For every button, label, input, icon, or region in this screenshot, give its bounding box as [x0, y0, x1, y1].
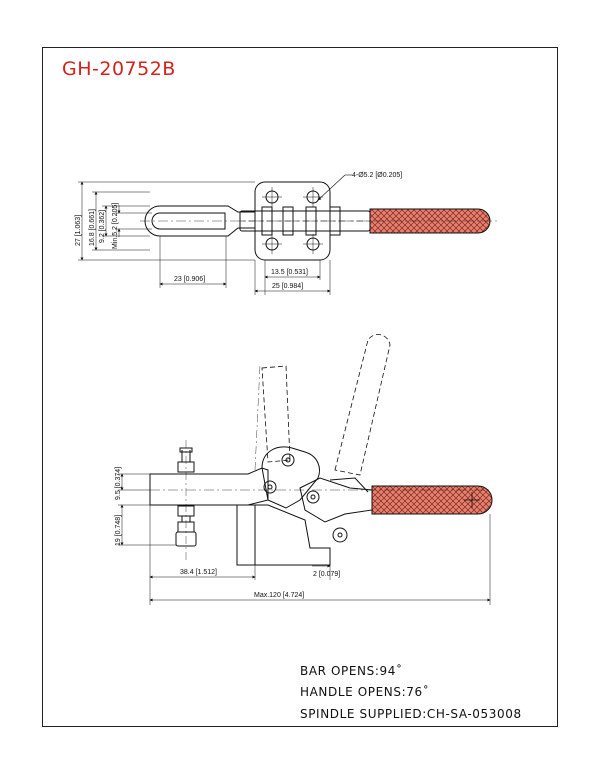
side-view [118, 334, 493, 605]
base-body-side [236, 504, 331, 566]
dim-hole-callout: 4-Ø5.2 [Ø0.205] [352, 172, 402, 179]
open-handle-phantom [334, 334, 391, 476]
top-view [78, 174, 500, 295]
dim-min-5-2: Min.5.2 [0.205] [112, 203, 119, 249]
dim-9-2: 9.2 [0.362] [99, 210, 106, 243]
clamp-arm-side [149, 467, 269, 506]
dim-9-5: 9.5 [0.374] [115, 467, 122, 500]
note-spindle-supplied: SPINDLE SUPPLIED:CH-SA-053008 [300, 707, 522, 721]
dim-19: 19 [0.748] [115, 515, 122, 546]
dim-16-8: 16.8 [0.661] [89, 209, 96, 246]
dim-23: 23 [0.906] [174, 276, 205, 283]
note-handle-opens: HANDLE OPENS:76˚ [300, 685, 430, 699]
clamp-bar-slot [151, 212, 226, 230]
pivot-pin-2 [263, 480, 277, 494]
dim-25: 25 [0.984] [272, 283, 303, 290]
open-bar-phantom [261, 365, 291, 463]
dim-2: 2 [0.079] [313, 571, 340, 578]
dim-max-120: Max.120 [4.724] [254, 592, 304, 599]
dim-38-4: 38.4 [1.512] [180, 569, 217, 576]
pivot-pin-1 [281, 453, 295, 467]
handle-grip-side [371, 485, 493, 515]
note-bar-opens: BAR OPENS:94˚ [300, 664, 403, 678]
dim-13-5: 13.5 [0.531] [271, 269, 308, 276]
part-number-title: GH-20752B [62, 58, 176, 80]
pivot-pin-3 [306, 490, 320, 504]
clamp-bar-top [144, 205, 256, 237]
dim-27: 27 [1.063] [75, 215, 82, 246]
drawing-border [42, 47, 558, 727]
pivot-pin-4 [332, 527, 348, 543]
